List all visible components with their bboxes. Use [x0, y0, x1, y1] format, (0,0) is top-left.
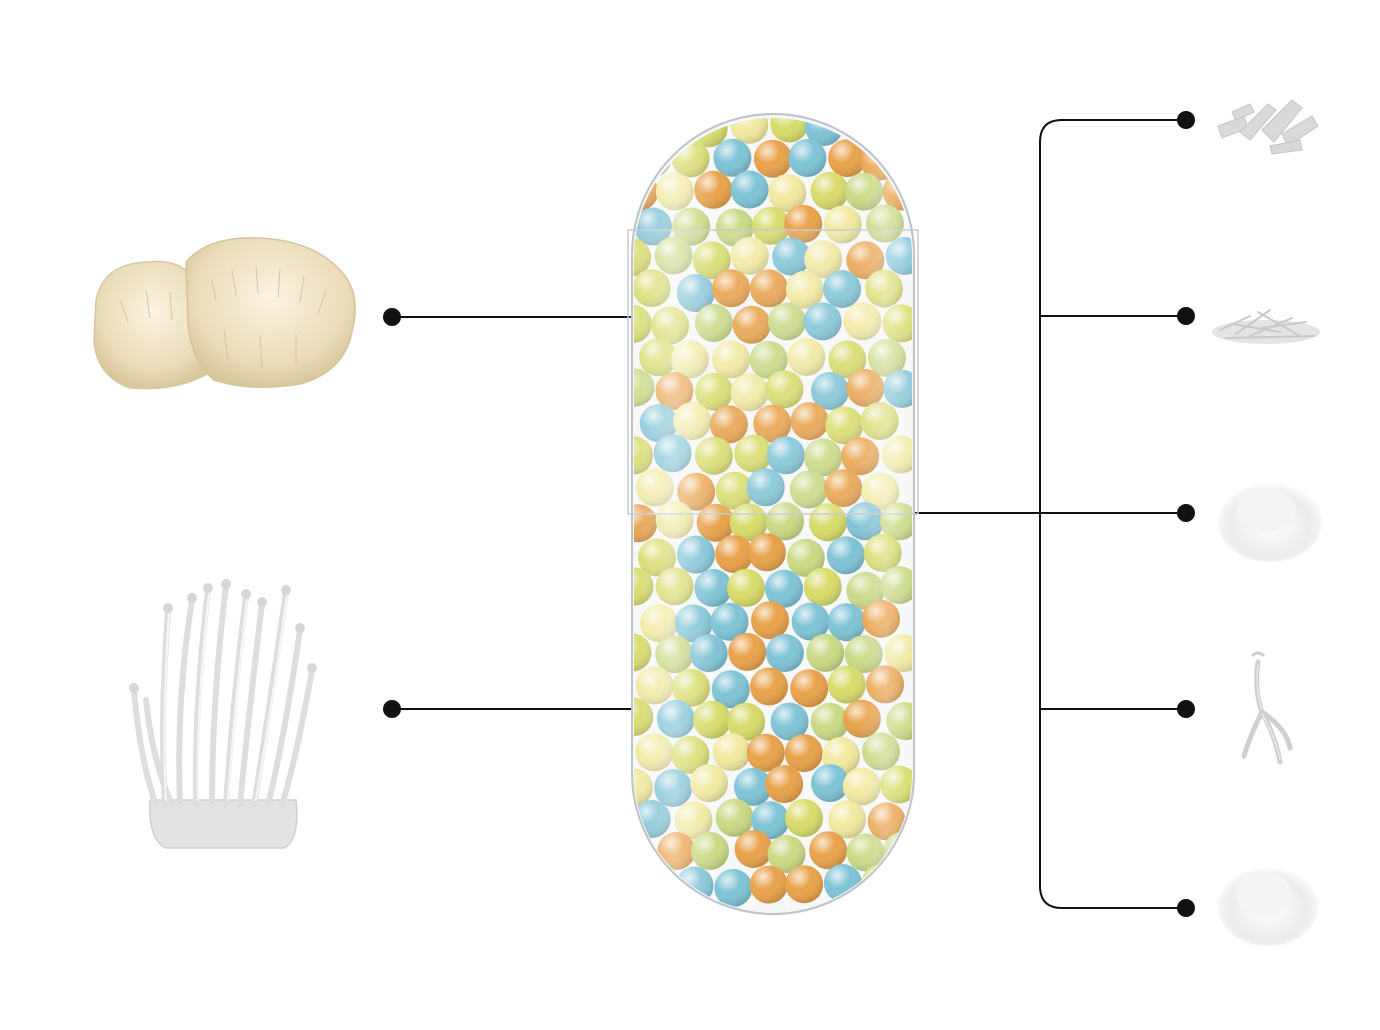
connector-dot-right-5 [1177, 899, 1195, 917]
ginseng-root-image [1241, 651, 1293, 765]
cordyceps-mushroom-image [129, 579, 317, 849]
connector-dot-right-4 [1177, 700, 1195, 718]
capsule-bead [879, 118, 912, 148]
capsule-bead [638, 868, 676, 906]
dried-root-pieces-image [1217, 99, 1319, 155]
capsule-bead [653, 118, 691, 145]
capsule-bead-shade [634, 834, 653, 872]
shredded-herb-image [1212, 309, 1320, 344]
capsule-bead-shade [634, 118, 655, 146]
connector-lines [383, 111, 1195, 917]
capsule-bead [634, 834, 653, 872]
lions-mane-mushroom-image [93, 237, 356, 390]
capsule-bead [634, 118, 655, 146]
connector-dot-right-1 [1177, 111, 1195, 129]
powder-mound-image [1218, 866, 1318, 946]
capsule-with-beads [627, 113, 919, 915]
connector-dot-right-2 [1177, 307, 1195, 325]
connector-dot-left-top [383, 308, 401, 326]
capsule-bead-shade [879, 118, 912, 148]
capsule-bead-shade [638, 868, 676, 906]
fine-powder-pile-image [1218, 482, 1322, 562]
connector-dot-left-bottom [383, 700, 401, 718]
connector-bracket [1039, 119, 1186, 909]
connector-dot-right-3 [1177, 504, 1195, 522]
capsule-bead-shade [653, 118, 691, 145]
